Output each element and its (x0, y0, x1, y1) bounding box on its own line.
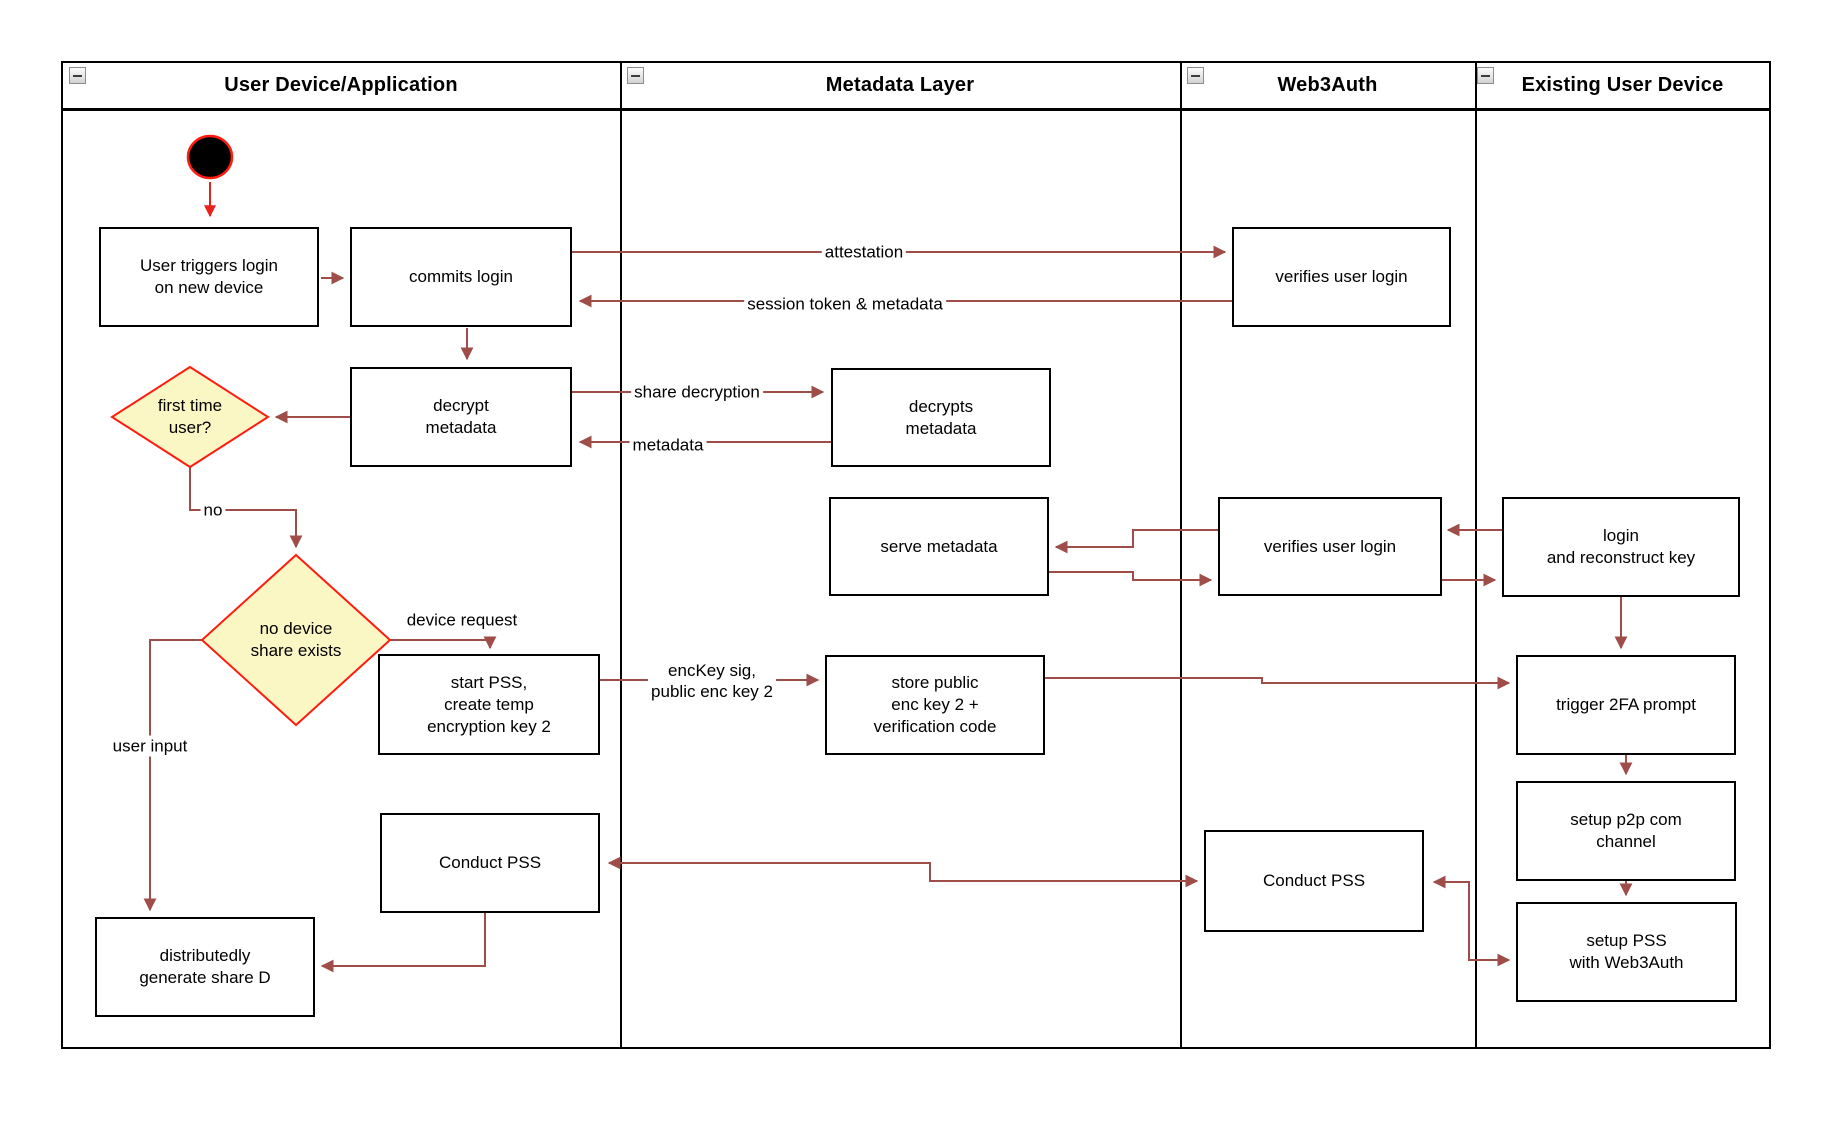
minus-glyph (1481, 74, 1490, 77)
lane-title: Existing User Device (1521, 73, 1724, 96)
node-label: decrypt metadata (425, 396, 497, 437)
node-label: verifies user login (1263, 536, 1397, 556)
node-verifies-user-login-2[interactable]: verifies user login (1218, 497, 1442, 596)
node-label: verifies user login (1275, 267, 1408, 286)
node-login-reconstruct-key[interactable]: login and reconstruct key (1502, 497, 1740, 597)
edge-label-no: no (200, 499, 226, 521)
node-verifies-user-login-1[interactable]: verifies user login (1232, 227, 1451, 327)
edge-label-enckey: encKey sig, public enc key 2 (648, 660, 776, 702)
node-label: login and reconstruct key (1546, 526, 1696, 567)
lane-title: User Device/Application (224, 73, 458, 96)
edge-no (189, 467, 303, 549)
node-store-public-enc-key[interactable]: store public enc key 2 + verification co… (825, 655, 1045, 755)
minus-glyph (1191, 74, 1200, 77)
lane-title: Metadata Layer (825, 73, 975, 96)
node-decrypt-metadata[interactable]: decrypt metadata (350, 367, 572, 467)
edge-label-metadata: metadata (629, 434, 707, 456)
node-trigger-2fa-prompt[interactable]: trigger 2FA prompt (1516, 655, 1736, 755)
edge-conductpss-to-generate-share (320, 913, 486, 973)
node-start-pss-create-temp-key[interactable]: start PSS, create temp encryption key 2 (378, 654, 600, 755)
node-commits-login[interactable]: commits login (350, 227, 572, 327)
node-conduct-pss-web3auth[interactable]: Conduct PSS (1204, 830, 1424, 932)
edge-verifies-to-serve (1054, 529, 1218, 554)
node-conduct-pss-user-device[interactable]: Conduct PSS (380, 813, 600, 913)
node-user-triggers-login[interactable]: User triggers login on new device (99, 227, 319, 327)
lane-header-existing-user-device: Existing User Device (1475, 62, 1770, 108)
collapse-minus-icon[interactable] (627, 67, 644, 84)
node-label: start PSS, create temp encryption key 2 (427, 672, 551, 736)
edge-user-input (143, 639, 202, 912)
node-label: distributedly generate share D (139, 946, 271, 987)
lane-title: Web3Auth (1277, 73, 1378, 96)
node-label: trigger 2FA prompt (1556, 695, 1696, 714)
node-label: Conduct PSS (1262, 871, 1366, 890)
node-distributedly-generate-share-d[interactable]: distributedly generate share D (95, 917, 315, 1017)
lane-header-web3auth: Web3Auth (1180, 62, 1475, 108)
lane-divider (1475, 62, 1477, 1048)
edge-label-user-input: user input (109, 735, 191, 757)
collapse-minus-icon[interactable] (1477, 67, 1494, 84)
node-setup-p2p-channel[interactable]: setup p2p com channel (1516, 781, 1736, 881)
node-label: Conduct PSS (438, 853, 542, 872)
edge-store-to-2fa (1045, 676, 1511, 690)
node-serve-metadata[interactable]: serve metadata (829, 497, 1049, 596)
node-label: store public enc key 2 + verification co… (873, 673, 997, 736)
initial-state-icon[interactable] (186, 134, 234, 180)
edge-conduct-pss-link (607, 856, 1199, 888)
lane-header-user-device: User Device/Application (62, 62, 620, 108)
node-label: decrypts metadata (905, 396, 977, 438)
node-label: serve metadata (880, 536, 998, 556)
edge-label-session-token: session token & metadata (744, 293, 946, 315)
node-label: setup p2p com channel (1570, 810, 1682, 851)
edge-pss-web3auth-link (1432, 875, 1511, 967)
lane-header-metadata-layer: Metadata Layer (620, 62, 1180, 108)
node-label: setup PSS with Web3Auth (1569, 931, 1684, 972)
decision-first-time-user[interactable] (110, 365, 270, 469)
node-label: User triggers login on new device (140, 256, 278, 297)
edge-label-share-decryption: share decryption (631, 381, 763, 403)
edge-device-request (390, 636, 497, 650)
edge-label-device-request: device request (403, 609, 521, 631)
minus-glyph (73, 74, 82, 77)
lane-header-divider (62, 108, 1770, 111)
minus-glyph (631, 74, 640, 77)
collapse-minus-icon[interactable] (69, 67, 86, 84)
collapse-minus-icon[interactable] (1187, 67, 1204, 84)
edge-serve-to-verifies (1049, 571, 1213, 587)
node-setup-pss-web3auth[interactable]: setup PSS with Web3Auth (1516, 902, 1737, 1002)
node-decrypts-metadata[interactable]: decrypts metadata (831, 368, 1051, 467)
lane-divider (1180, 62, 1182, 1048)
node-label: commits login (409, 267, 513, 286)
lane-divider (620, 62, 622, 1048)
decision-no-device-share[interactable] (200, 553, 392, 727)
edge-label-attestation: attestation (821, 241, 907, 263)
